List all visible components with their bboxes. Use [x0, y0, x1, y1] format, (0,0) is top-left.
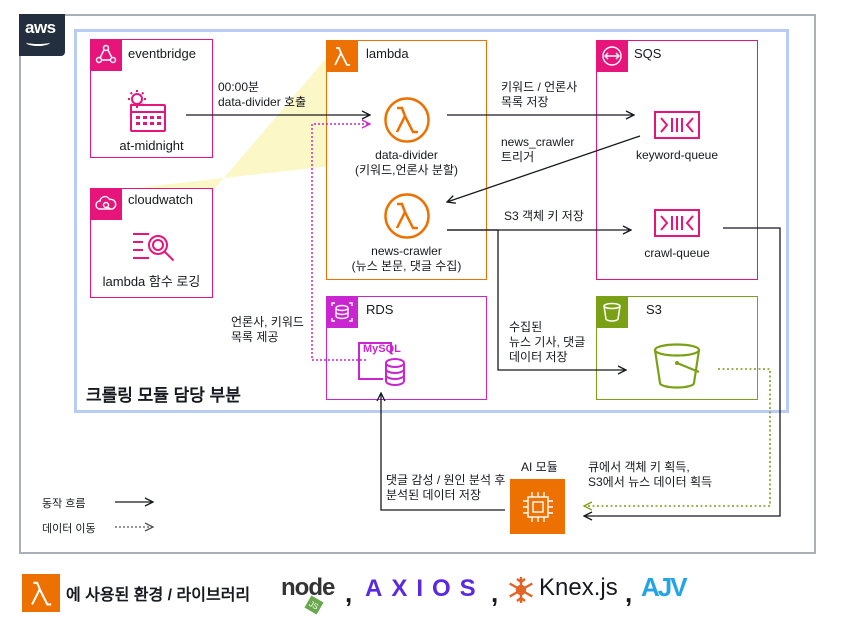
edge-label-collected-1: 수집된 — [509, 320, 543, 334]
crawl-queue-label: crawl-queue — [644, 246, 710, 260]
edge-news-crawler-to-s3 — [447, 229, 626, 370]
knex-logo: Knex.js — [539, 574, 618, 601]
rds-icon — [326, 296, 358, 328]
footer-text: 에 사용된 환경 / 라이브러리 — [66, 587, 251, 604]
data-divider-desc: (키워드,언론사 분할) — [355, 163, 458, 177]
footer-lambda-icon — [22, 574, 60, 612]
separator-1: , — [345, 578, 353, 608]
keyword-queue-icon — [654, 111, 700, 144]
cloudwatch-group — [90, 188, 213, 298]
ai-module-title: AI 모듈 — [521, 460, 558, 474]
edge-ai-module-to-rds — [381, 393, 505, 511]
news-crawler-label: news-crawler — [371, 244, 442, 258]
cloudwatch-title: cloudwatch — [128, 192, 194, 207]
s3-group — [596, 296, 758, 400]
nodejs-logo: node — [281, 574, 335, 601]
edge-label-schedule-1: 00:00분 — [218, 80, 260, 94]
aws-logo — [19, 14, 65, 56]
legend-data-move: 데이터 이동 — [42, 523, 96, 535]
mysql-label: MySQL — [363, 343, 401, 355]
eventbridge-title: eventbridge — [128, 46, 196, 61]
separator-3: , — [625, 578, 633, 608]
crawling-region — [74, 29, 789, 413]
s3-title: S3 — [646, 302, 662, 317]
lambda-icon — [326, 40, 358, 72]
eventbridge-rule-label: at-midnight — [119, 138, 184, 153]
s3-bucket-icon — [652, 343, 702, 394]
aws-logo-text: aws — [25, 18, 56, 37]
sqs-group — [596, 40, 758, 280]
edge-label-ai-get-1: 큐에서 객체 키 획득, — [588, 460, 690, 474]
news-crawler-desc: (뉴스 본문, 댓글 수집) — [351, 259, 462, 273]
edge-label-schedule-2: data-divider 호출 — [218, 95, 307, 109]
sqs-icon — [596, 40, 628, 72]
region-label: 크롤링 모듈 담당 부분 — [86, 386, 241, 405]
edge-label-to-sqs-2: 목록 저장 — [501, 95, 549, 109]
s3-icon — [596, 296, 628, 328]
eventbridge-group — [90, 39, 213, 158]
ajv-logo: AJV — [641, 572, 688, 602]
mysql-db-icon — [357, 341, 409, 392]
edge-label-rds-provide-2: 목록 제공 — [231, 330, 279, 344]
edge-keyword-queue-to-news-crawler — [447, 135, 641, 202]
news-crawler-function-icon — [384, 193, 430, 244]
legend-action-flow: 동작 흐름 — [42, 498, 86, 510]
log-search-icon — [131, 228, 177, 269]
rds-group — [326, 296, 487, 400]
edge-label-rds-provide-1: 언론사, 키워드 — [231, 315, 304, 329]
edge-crawl-queue-to-ai-module — [584, 227, 781, 516]
axios-logo: AXIOS — [365, 575, 485, 602]
cloudwatch-icon — [90, 188, 122, 220]
separator-2: , — [491, 578, 499, 608]
edge-label-ai-store-2: 분석된 데이터 저장 — [386, 488, 481, 502]
edge-label-trigger-1: news_crawler — [501, 135, 575, 149]
sqs-title: SQS — [634, 46, 662, 61]
edge-label-to-sqs-1: 키워드 / 언론사 — [501, 80, 578, 94]
edge-rds-to-data-divider — [311, 124, 370, 361]
crawl-queue-icon — [654, 209, 700, 242]
edge-label-collected-2: 뉴스 기사, 댓글 — [509, 335, 586, 349]
data-divider-function-icon — [384, 97, 430, 148]
edge-label-s3-key: S3 객체 키 저장 — [504, 209, 584, 223]
aws-smile-icon — [26, 39, 50, 46]
aws-cloud-boundary — [19, 14, 816, 554]
data-divider-label: data-divider — [375, 148, 438, 162]
lambda-title: lambda — [366, 46, 409, 61]
edge-label-ai-get-2: S3에서 뉴스 데이터 획득 — [588, 475, 713, 489]
lambda-group — [326, 40, 487, 280]
cloudwatch-item-label: lambda 함수 로깅 — [102, 274, 201, 289]
eventbridge-icon — [90, 39, 122, 71]
ai-module-icon — [510, 479, 565, 534]
edge-label-ai-store-1: 댓글 감성 / 원인 분석 후 — [386, 473, 506, 487]
scheduler-icon — [123, 90, 169, 139]
edge-label-collected-3: 데이터 저장 — [509, 350, 568, 364]
rds-title: RDS — [366, 302, 394, 317]
keyword-queue-label: keyword-queue — [635, 148, 719, 162]
knex-snowflake-icon — [505, 574, 537, 611]
edge-label-trigger-2: 트리거 — [501, 150, 535, 164]
